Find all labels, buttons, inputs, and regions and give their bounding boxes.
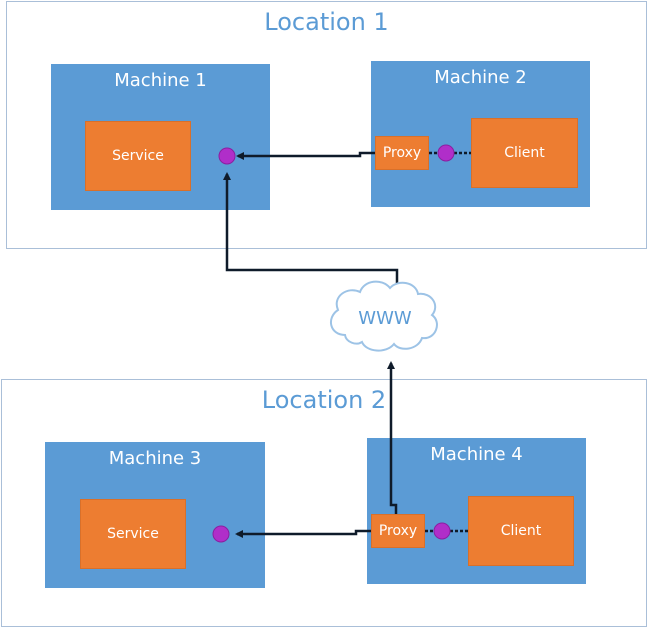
client-2-endpoint	[437, 144, 455, 162]
service-box-1: Service	[85, 121, 191, 191]
machine-3-title: Machine 3	[108, 448, 202, 469]
client-4-endpoint	[433, 522, 451, 540]
connector-proxy4-to-www	[387, 361, 398, 514]
location-2-title: Location 2	[261, 386, 387, 414]
connector-proxy4-to-service3	[235, 529, 371, 538]
www-cloud-icon	[329, 280, 438, 352]
service-3-endpoint	[212, 525, 230, 543]
machine-4-title: Machine 4	[430, 444, 523, 465]
proxy-box-2: Proxy	[375, 136, 429, 170]
client-box-4: Client	[468, 496, 574, 566]
www-label: WWW	[358, 308, 412, 329]
connector-proxy2-to-service1	[236, 151, 375, 160]
machine-2-title: Machine 2	[434, 67, 527, 88]
service-1-endpoint	[218, 147, 236, 165]
machine-1-title: Machine 1	[114, 70, 207, 91]
service-box-3: Service	[80, 499, 186, 569]
location-1-title: Location 1	[264, 8, 389, 36]
client-box-2: Client	[471, 118, 578, 188]
proxy-box-4: Proxy	[371, 514, 425, 548]
